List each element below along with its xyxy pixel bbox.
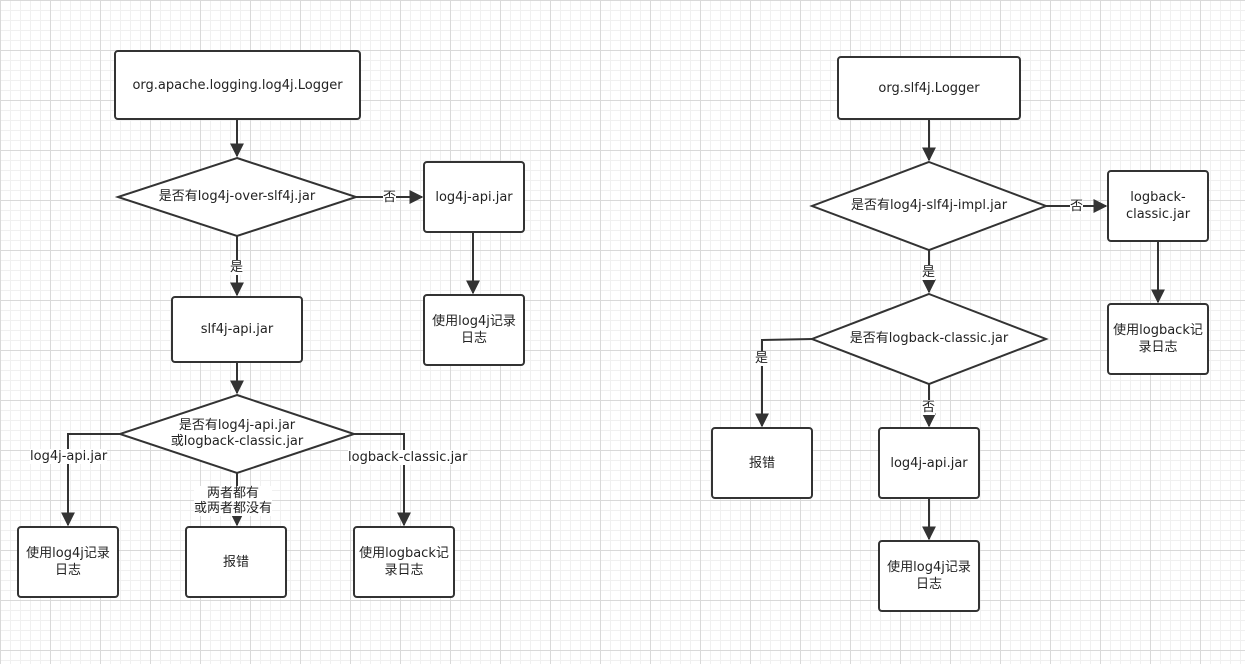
left-edge-log4j-label: log4j-api.jar (30, 449, 108, 464)
right-logback-classic-node[interactable]: logback-classic.jar (1107, 170, 1209, 242)
left-edge-no-label: 否 (383, 190, 397, 205)
right-logback-result-node[interactable]: 使用logback记录日志 (1107, 303, 1209, 375)
edge-l-d2-log4j (61, 433, 120, 527)
left-decision2-label: 是否有log4j-api.jar 或logback-classic.jar (170, 418, 304, 449)
left-log4j-result-node[interactable]: 使用log4j记录日志 (423, 294, 525, 366)
right-decision1-label: 是否有log4j-slf4j-impl.jar (850, 198, 1008, 213)
left-start-node[interactable]: org.apache.logging.log4j.Logger (114, 50, 361, 120)
edge-r-d2-yes (755, 338, 813, 428)
right-edge-no-label: 否 (1070, 199, 1084, 214)
right-log4j-api-node[interactable]: log4j-api.jar (878, 427, 980, 499)
left-decision1-label: 是否有log4j-over-slf4j.jar (158, 189, 316, 204)
left-log4j-final-node[interactable]: 使用log4j记录日志 (17, 526, 119, 598)
edge-l-d2-logback (354, 433, 411, 527)
right-decision2-label: 是否有logback-classic.jar (849, 331, 1009, 346)
left-slf4j-api-node[interactable]: slf4j-api.jar (171, 296, 303, 363)
right-edge-yes-label: 是 (922, 265, 936, 280)
right-edge-d2-yes-label: 是 (755, 351, 769, 366)
left-edge-both-label: 两者都有 或两者都没有 (194, 486, 273, 516)
right-error-node[interactable]: 报错 (711, 427, 813, 499)
left-edge-yes-label: 是 (230, 260, 244, 275)
left-edge-logback-label: logback-classic.jar (348, 450, 468, 465)
right-edge-d2-no-label: 否 (922, 400, 936, 415)
right-start-node[interactable]: org.slf4j.Logger (837, 56, 1021, 120)
right-log4j-result-node[interactable]: 使用log4j记录日志 (878, 540, 980, 612)
left-logback-final-node[interactable]: 使用logback记录日志 (353, 526, 455, 598)
left-error-node[interactable]: 报错 (185, 526, 287, 598)
left-log4j-api-node[interactable]: log4j-api.jar (423, 161, 525, 233)
